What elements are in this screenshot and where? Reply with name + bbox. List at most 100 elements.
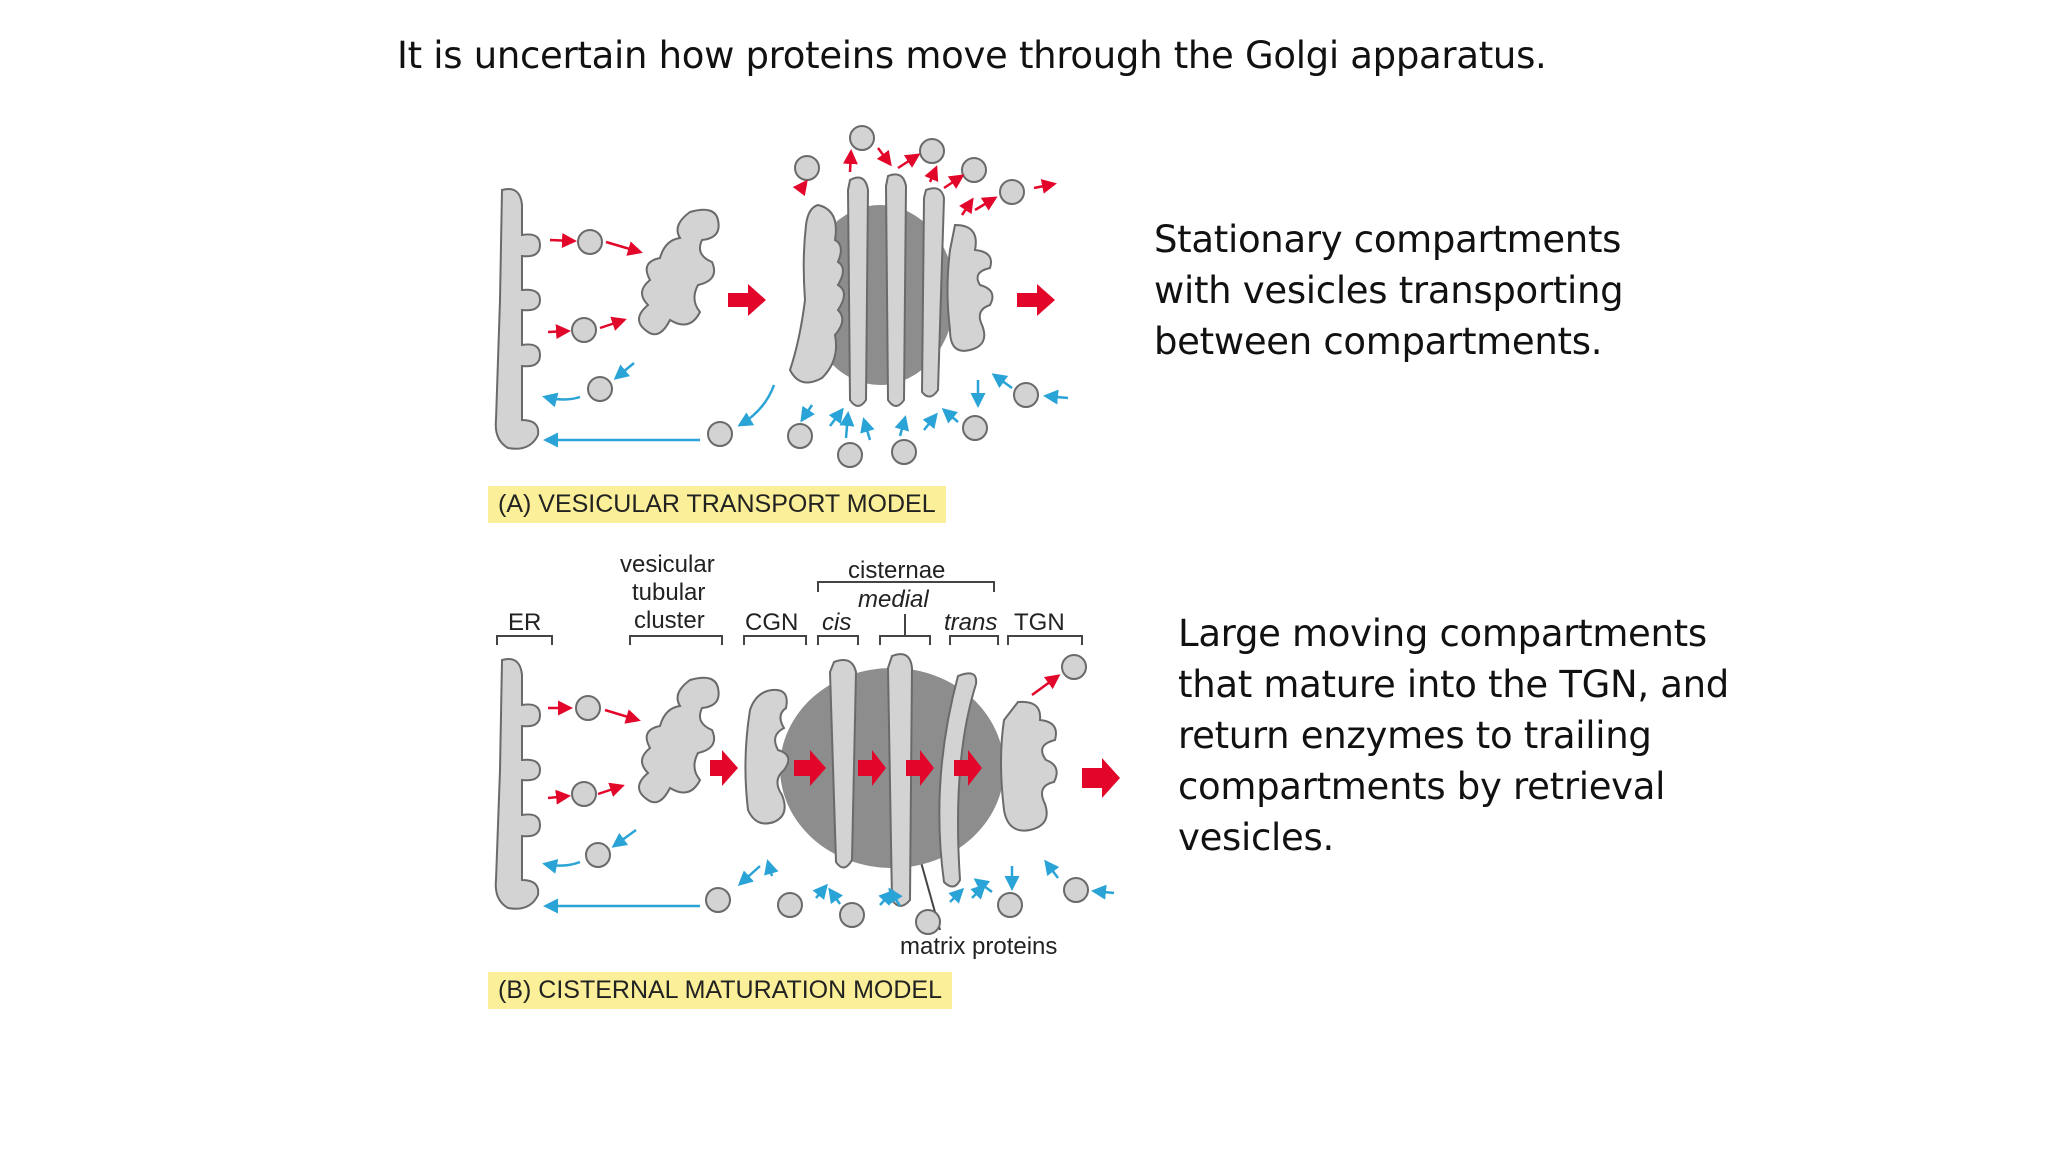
panel-a-caption-text: (A) VESICULAR TRANSPORT MODEL [498, 490, 936, 518]
forward-arrow [547, 789, 571, 805]
retrograde-arrow [878, 889, 895, 906]
retrograde-arrow [812, 883, 828, 901]
vesicle [1061, 654, 1087, 680]
vtc-label-line1: vesicular [620, 551, 715, 578]
trans-cisterna [938, 672, 978, 888]
er-membrane [494, 188, 542, 450]
retrograde-arrows-a [542, 362, 1069, 448]
retrograde-arrow [991, 373, 1013, 390]
big-forward-arrow [728, 284, 766, 316]
maturation-arrows [710, 750, 1120, 798]
vesicle [962, 415, 988, 441]
trans-bracket [949, 635, 999, 645]
retrograde-arrow [737, 865, 761, 887]
forward-arrow [605, 240, 643, 256]
forward-arrow [547, 324, 571, 340]
retrograde-arrows-b [542, 828, 1115, 914]
retrograde-arrow [888, 887, 903, 907]
cgn-bracket [743, 635, 807, 645]
retrograde-arrow [970, 883, 987, 900]
tgn-label: TGN [1014, 609, 1065, 636]
vesicle [705, 887, 731, 913]
retrograde-arrow [542, 858, 581, 874]
retrograde-arrow [1091, 884, 1115, 900]
vtc-membrane [638, 676, 720, 804]
cis-label: cis [822, 609, 851, 636]
trans-cisterna-a [920, 187, 946, 398]
tgn-bracket [1007, 635, 1083, 645]
medial-cisterna [886, 653, 914, 907]
panel-b-description: Large moving compartments that mature in… [1178, 612, 1729, 859]
vesicle [1013, 382, 1039, 408]
trans-label: trans [944, 609, 997, 636]
vesicle [999, 179, 1025, 205]
maturation-arrow [794, 750, 826, 786]
forward-arrows-a [547, 147, 1057, 340]
vesicles-a [571, 125, 1039, 468]
big-forward-arrow [1082, 758, 1120, 798]
forward-arrow [876, 147, 892, 167]
retrograde-arrow [941, 408, 959, 424]
slide-title: It is uncertain how proteins move throug… [397, 34, 1547, 77]
panel-a-diagram [494, 125, 1069, 468]
vesicles-b [571, 654, 1089, 935]
forward-arrow [1033, 178, 1057, 194]
vtc-bracket [629, 635, 723, 645]
vesicle [849, 125, 875, 151]
vesicle [997, 892, 1023, 918]
retrograde-arrow [737, 384, 776, 427]
forward-arrow [597, 782, 625, 797]
vesicle [961, 157, 987, 183]
panel-b-diagram: ER vesicular tubular cluster CGN cistern… [494, 551, 1120, 960]
medial-cisterna-a2 [884, 173, 908, 407]
vtc-label-line2: tubular [632, 579, 705, 606]
vesicle [585, 842, 611, 868]
retrograde-arrow [611, 828, 637, 848]
vesicle [571, 781, 597, 807]
vesicle [707, 421, 733, 447]
medial-bracket [879, 614, 931, 645]
cisternae-bracket [817, 581, 995, 592]
panel-b-caption-text: (B) CISTERNAL MATURATION MODEL [498, 976, 943, 1004]
retrograde-arrow [828, 407, 844, 427]
forward-arrow [924, 165, 939, 183]
big-forward-arrow [710, 750, 738, 786]
vesicle [915, 909, 941, 935]
vesicle [571, 317, 597, 343]
retrograde-arrow [948, 887, 965, 904]
forward-arrow [792, 179, 808, 197]
forward-arrow [974, 196, 998, 212]
tgn-membrane-a [946, 223, 994, 352]
vesicle [919, 138, 945, 164]
maturation-arrow [906, 750, 934, 786]
matrix-proteins-label: matrix proteins [900, 933, 1057, 960]
retrograde-arrow [800, 404, 815, 423]
cgn-membrane [744, 688, 790, 825]
vesicle [587, 376, 613, 402]
retrograde-arrow [613, 362, 635, 380]
maturation-arrow [954, 750, 982, 786]
tgn-membrane [1000, 700, 1058, 832]
retrograde-arrow [542, 392, 581, 408]
vesicle [787, 423, 813, 449]
forward-arrow [549, 233, 577, 248]
vesicle [794, 155, 820, 181]
retrograde-arrow [1043, 389, 1069, 405]
vesicle [891, 439, 917, 465]
forward-arrow [897, 153, 921, 170]
vesicle [1063, 877, 1089, 903]
er-membrane [494, 658, 542, 910]
forward-arrow [1031, 674, 1061, 697]
maturation-arrow [858, 750, 886, 786]
golgi-matrix-a [805, 205, 955, 385]
vesicle [777, 892, 803, 918]
retrograde-arrow [1044, 859, 1060, 879]
retrograde-arrow [894, 415, 910, 437]
retrograde-arrow [839, 411, 855, 439]
cisternae-label: cisternae [848, 557, 945, 584]
cis-cisterna-a [788, 203, 845, 384]
forward-arrow [842, 149, 858, 173]
forward-arrow [943, 174, 965, 190]
panel-b-caption: (B) CISTERNAL MATURATION MODEL [488, 972, 953, 1009]
